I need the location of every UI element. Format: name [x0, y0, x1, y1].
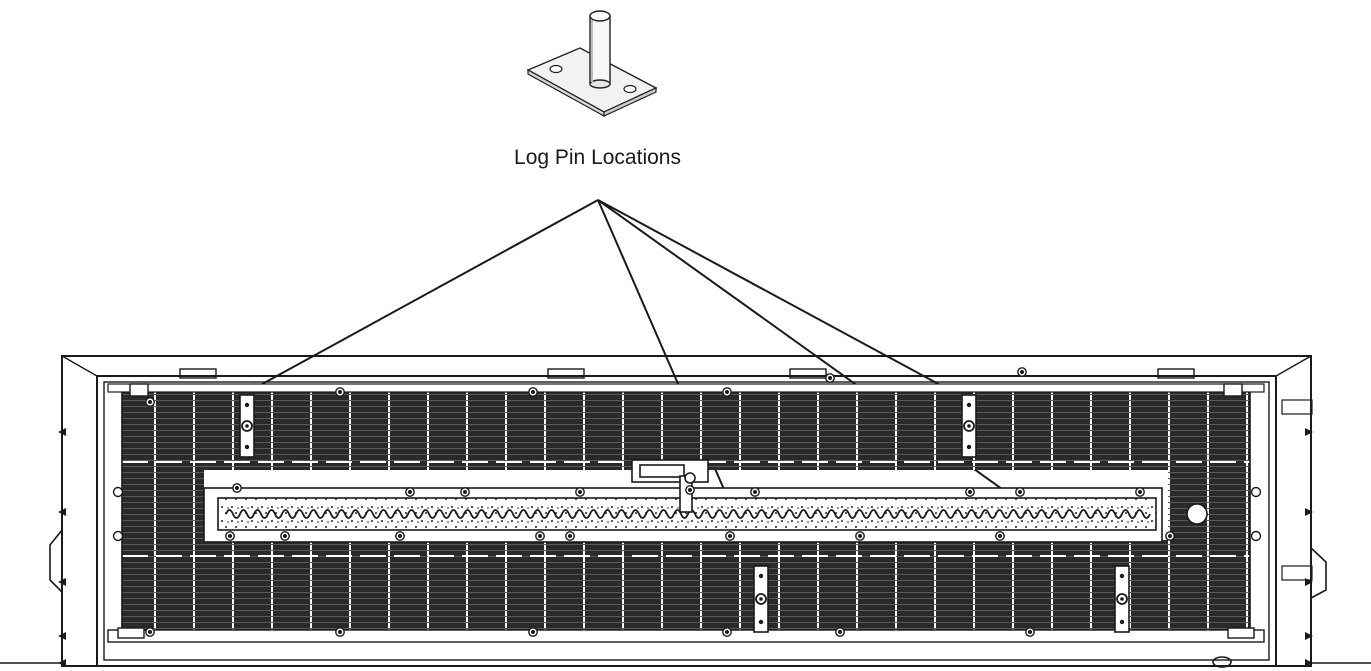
fastener [232, 483, 242, 493]
fastener [825, 373, 835, 383]
fastener [335, 387, 345, 397]
mounting-hole [112, 530, 124, 542]
log-pin-icon [526, 10, 658, 118]
fastener [535, 531, 545, 541]
log-pin-locations-label: Log Pin Locations [514, 146, 681, 169]
fastener [722, 387, 732, 397]
log-pins [239, 394, 1130, 633]
fastener [225, 531, 235, 541]
fastener [855, 531, 865, 541]
fastener [460, 487, 470, 497]
log-pin-marker [1114, 565, 1130, 633]
fastener [995, 531, 1005, 541]
ember-bed [107, 383, 1265, 643]
fastener [145, 627, 155, 637]
leader-line-3 [597, 199, 969, 401]
fastener [145, 397, 155, 407]
firebox-housing [0, 355, 1371, 668]
fastener [1025, 627, 1035, 637]
fastener [528, 627, 538, 637]
mounting-hole [1250, 486, 1262, 498]
fastener [575, 487, 585, 497]
mounting-hole [1250, 530, 1262, 542]
fastener [750, 487, 760, 497]
fastener [335, 627, 345, 637]
fastener [1165, 531, 1175, 541]
fastener [1015, 487, 1025, 497]
fastener [965, 487, 975, 497]
fastener [835, 627, 845, 637]
fastener [405, 487, 415, 497]
fastener [725, 531, 735, 541]
fastener [722, 627, 732, 637]
corner-clips [117, 383, 1255, 639]
gas-inlet [1186, 503, 1208, 525]
log-pin-marker [239, 394, 255, 458]
fasteners [112, 367, 1262, 637]
mounting-hole [112, 486, 124, 498]
pilot-assembly [631, 459, 709, 513]
fastener [395, 531, 405, 541]
leader-line-1 [243, 199, 599, 395]
fastener [565, 531, 575, 541]
fastener [1135, 487, 1145, 497]
fastener [280, 531, 290, 541]
fastener [528, 387, 538, 397]
fastener [1017, 367, 1027, 377]
log-pin-marker [753, 565, 769, 633]
fastener [685, 485, 695, 495]
log-pin-marker [961, 394, 977, 458]
